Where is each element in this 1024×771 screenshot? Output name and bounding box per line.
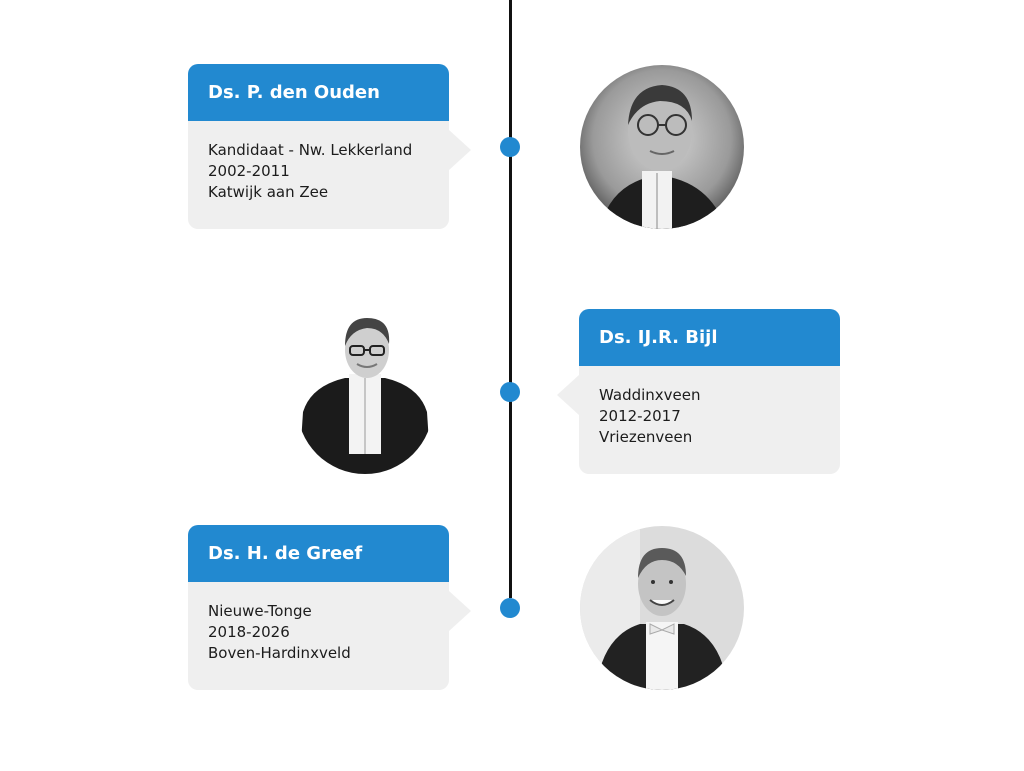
card-pointer bbox=[449, 130, 471, 170]
timeline-line bbox=[509, 0, 512, 598]
pastor-name: Ds. P. den Ouden bbox=[208, 82, 380, 103]
timeline-dot bbox=[500, 137, 520, 157]
card-body: Waddinxveen 2012-2017 Vriezenveen bbox=[557, 366, 840, 474]
portrait-photo bbox=[297, 312, 433, 474]
card-pointer bbox=[449, 591, 471, 631]
timeline-card: Ds. H. de Greef Nieuwe-Tonge 2018-2026 B… bbox=[188, 525, 471, 690]
timeline-card: Ds. IJ.R. Bijl Waddinxveen 2012-2017 Vri… bbox=[557, 309, 840, 474]
card-header: Ds. IJ.R. Bijl bbox=[579, 309, 840, 366]
card-line: Boven-Hardinxveld bbox=[208, 644, 351, 662]
card-line: Vriezenveen bbox=[599, 428, 693, 446]
card-pointer bbox=[557, 375, 579, 415]
card-body: Kandidaat - Nw. Lekkerland 2002-2011 Kat… bbox=[188, 121, 471, 229]
card-body: Nieuwe-Tonge 2018-2026 Boven-Hardinxveld bbox=[188, 582, 471, 690]
card-line: Kandidaat - Nw. Lekkerland bbox=[208, 141, 413, 159]
card-line: Katwijk aan Zee bbox=[208, 183, 329, 201]
timeline-card: Ds. P. den Ouden Kandidaat - Nw. Lekkerl… bbox=[188, 64, 471, 229]
portrait-photo bbox=[580, 65, 744, 229]
portrait-photo bbox=[580, 526, 744, 690]
card-line: 2002-2011 bbox=[208, 162, 290, 180]
card-line: Waddinxveen bbox=[599, 386, 701, 404]
pastor-name: Ds. H. de Greef bbox=[208, 543, 363, 564]
card-header: Ds. H. de Greef bbox=[188, 525, 449, 582]
card-line: Nieuwe-Tonge bbox=[208, 602, 312, 620]
card-header: Ds. P. den Ouden bbox=[188, 64, 449, 121]
timeline-dot bbox=[500, 382, 520, 402]
card-line: 2018-2026 bbox=[208, 623, 290, 641]
timeline-dot bbox=[500, 598, 520, 618]
card-line: 2012-2017 bbox=[599, 407, 681, 425]
pastor-name: Ds. IJ.R. Bijl bbox=[599, 327, 718, 348]
